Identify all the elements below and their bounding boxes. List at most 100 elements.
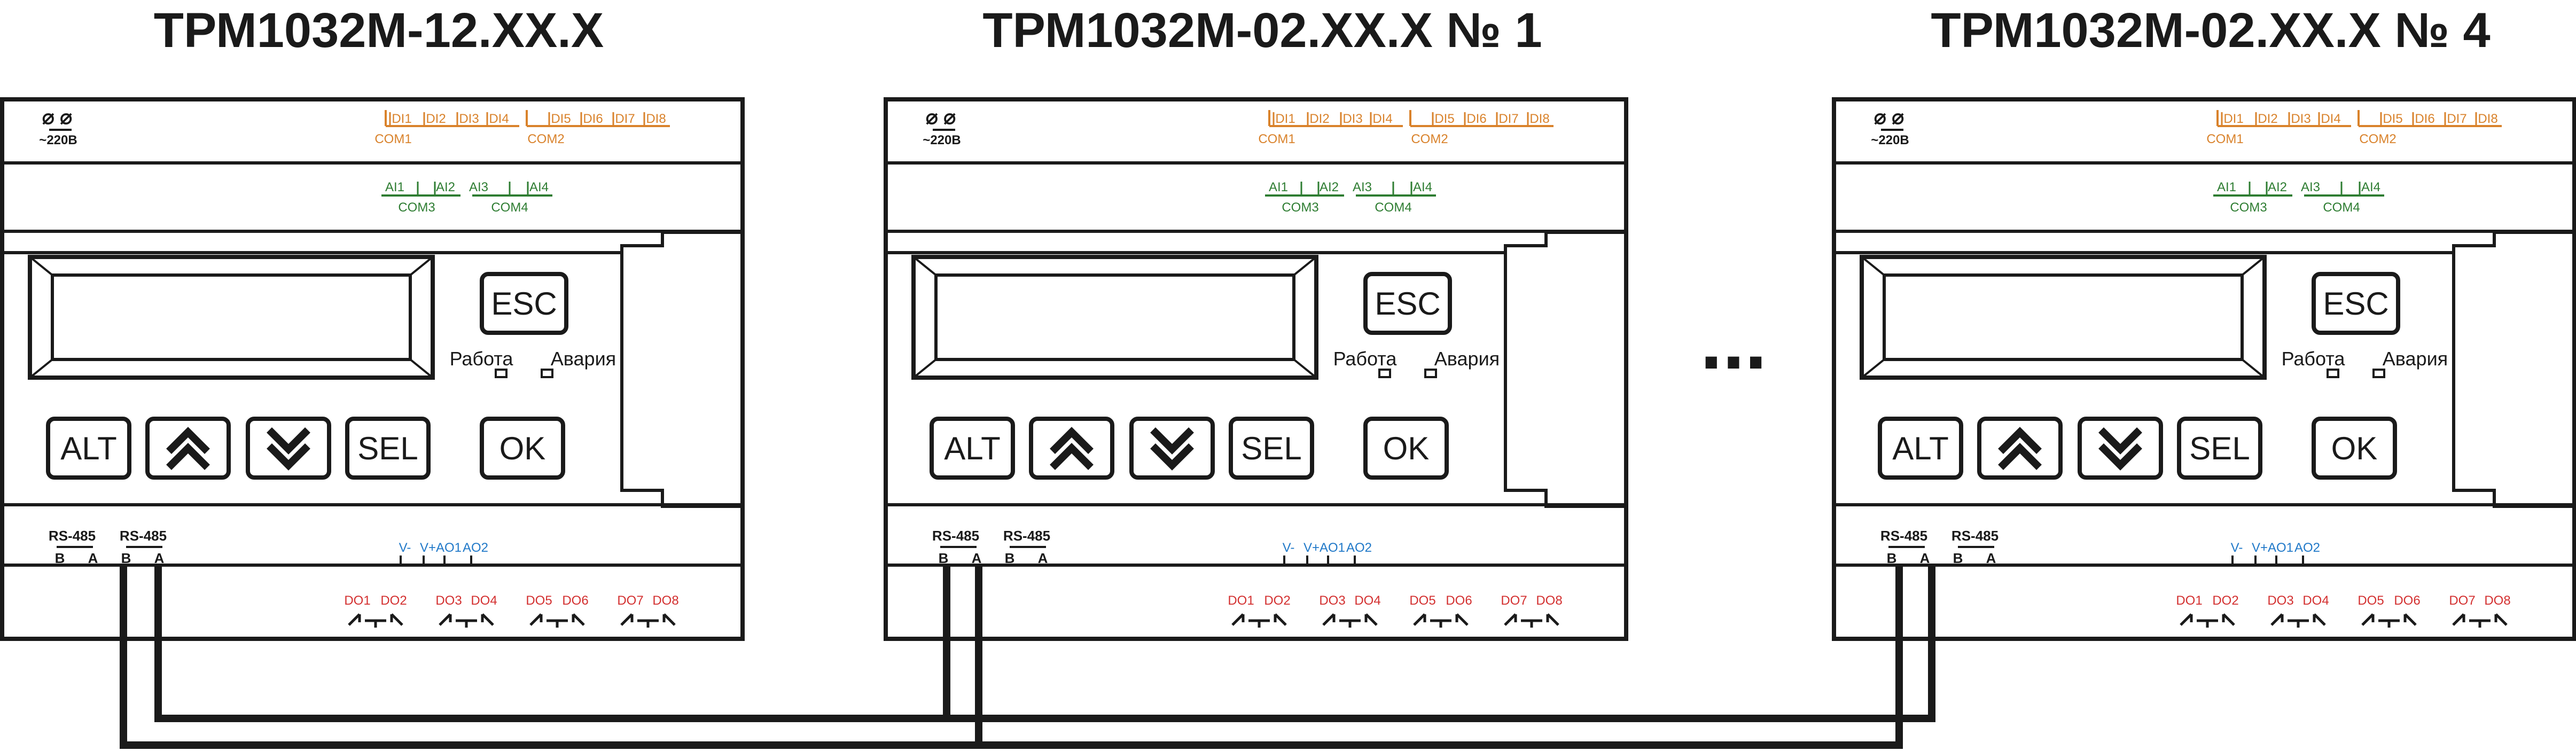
alt-button-label: ALT xyxy=(944,431,1001,466)
double-chevron-up-icon xyxy=(166,427,210,470)
alt-button[interactable] xyxy=(1878,417,1963,480)
led-label-alarm: Авария xyxy=(2383,348,2448,370)
ok-button-label: OK xyxy=(499,431,546,466)
di-terminal-label: DI6 xyxy=(583,112,603,126)
relay-contact-icon xyxy=(1504,613,1559,628)
esc-button[interactable] xyxy=(1363,272,1452,335)
di-terminal-label: DI7 xyxy=(1498,112,1518,126)
di-terminal-label: DI6 xyxy=(2415,112,2434,126)
rs485-pin-label: B xyxy=(55,550,65,566)
ai-terminal-label: AI1 xyxy=(2217,180,2236,194)
rs485-pin-label: A xyxy=(1920,550,1930,566)
do-terminal-label: DO2 xyxy=(2212,593,2238,608)
ao-terminal-label: V+ xyxy=(420,541,436,555)
led-alarm-indicator xyxy=(2372,369,2385,378)
do-terminal-label: DO8 xyxy=(1536,593,1562,608)
do-terminal-label: DO8 xyxy=(652,593,678,608)
do-terminal-label: DO6 xyxy=(1446,593,1472,608)
com-label: COM4 xyxy=(491,200,528,215)
rs485-wire-line-b xyxy=(120,565,1903,749)
do-terminal-label: DO5 xyxy=(1409,593,1435,608)
rs485-port-label: RS-485 xyxy=(1880,528,1927,544)
di-terminal-label: DI1 xyxy=(1275,112,1295,126)
relay-contact-icon xyxy=(1413,613,1469,628)
rs485-pin-label: A xyxy=(1986,550,1996,566)
sel-button[interactable] xyxy=(345,417,431,480)
led-label-alarm: Авария xyxy=(551,348,616,370)
ai-terminal-label: AI3 xyxy=(2301,180,2320,194)
esc-button[interactable] xyxy=(480,272,568,335)
do-terminal-label: DO2 xyxy=(1264,593,1290,608)
double-chevron-down-icon xyxy=(2098,427,2142,471)
di-terminal-label: DI1 xyxy=(392,112,411,126)
relay-contact-icon xyxy=(2270,613,2326,628)
ai-terminal-label: AI3 xyxy=(469,180,488,194)
di-terminal-label: DI8 xyxy=(646,112,666,126)
alt-button[interactable] xyxy=(930,417,1015,480)
device-title: ТРМ1032М-02.XX.X № 4 xyxy=(1931,3,2490,58)
ao-terminal-label: AO2 xyxy=(463,541,488,555)
relay-contact-icon xyxy=(348,613,403,628)
ao-terminal-label: AO2 xyxy=(1346,541,1372,555)
ok-button[interactable] xyxy=(480,417,565,480)
do-terminal-label: DO8 xyxy=(2484,593,2510,608)
relay-contact-icon xyxy=(2180,613,2235,628)
com-label: COM2 xyxy=(1411,132,1448,146)
ai-terminal-label: AI1 xyxy=(385,180,404,194)
sel-button[interactable] xyxy=(2177,417,2262,480)
com-label: COM4 xyxy=(1375,200,1411,215)
rs485-pin-label: B xyxy=(1953,550,1963,566)
led-alarm-indicator xyxy=(1424,369,1437,378)
relay-contact-icon xyxy=(2452,613,2508,628)
do-terminal-label: DO4 xyxy=(2302,593,2329,608)
com-label: COM3 xyxy=(398,200,435,215)
relay-contact-icon xyxy=(620,613,676,628)
ao-terminal-label: V- xyxy=(2231,541,2243,555)
alt-button-label: ALT xyxy=(60,431,117,466)
ai-terminal-label: AI3 xyxy=(1353,180,1372,194)
rs485-pin-label: A xyxy=(972,550,982,566)
led-label-work: Работа xyxy=(450,348,514,370)
led-work-indicator xyxy=(495,369,508,378)
com-label: COM1 xyxy=(2206,132,2243,146)
side-panel-outline xyxy=(620,231,744,508)
double-chevron-down-icon xyxy=(267,427,310,471)
di-terminal-label: DI5 xyxy=(551,112,571,126)
do-terminal-label: DO1 xyxy=(1228,593,1254,608)
ai-terminal-label: AI4 xyxy=(2361,180,2380,194)
sel-button[interactable] xyxy=(1229,417,1314,480)
ai-terminal-label: AI2 xyxy=(1320,180,1339,194)
double-chevron-up-icon xyxy=(1050,427,1094,470)
rs485-pin-label: B xyxy=(939,550,949,566)
sel-button-label: SEL xyxy=(2189,431,2250,466)
do-terminal-label: DO7 xyxy=(2449,593,2475,608)
ok-button[interactable] xyxy=(1363,417,1449,480)
do-terminal-label: DO6 xyxy=(562,593,588,608)
double-chevron-down-icon xyxy=(1150,427,1194,471)
relay-contact-icon xyxy=(529,613,585,628)
do-terminal-label: DO1 xyxy=(2176,593,2202,608)
side-panel-outline xyxy=(1504,231,1628,508)
do-terminal-label: DO4 xyxy=(471,593,497,608)
ok-button[interactable] xyxy=(2312,417,2397,480)
esc-button-label: ESC xyxy=(1375,286,1440,322)
power-label: ~220В xyxy=(923,133,961,147)
device-title: ТРМ1032М-02.XX.X № 1 xyxy=(982,3,1542,58)
power-terminal-icon: ⌀ ⌀ xyxy=(42,106,72,129)
rs485-pin-label: A xyxy=(1038,550,1048,566)
ao-terminal-label: AO1 xyxy=(436,541,462,555)
di-terminal-label: DI3 xyxy=(2291,112,2310,126)
led-label-work: Работа xyxy=(1333,348,1398,370)
rs485-pin-label: A xyxy=(154,550,165,566)
led-label-alarm: Авария xyxy=(1434,348,1500,370)
do-terminal-label: DO7 xyxy=(1501,593,1527,608)
alt-button[interactable] xyxy=(46,417,131,480)
rs485-pin-label: B xyxy=(121,550,131,566)
di-terminal-label: DI5 xyxy=(2383,112,2402,126)
di-terminal-label: DI1 xyxy=(2223,112,2243,126)
rs485-pin-label: B xyxy=(1005,550,1015,566)
led-work-indicator xyxy=(1378,369,1391,378)
esc-button[interactable] xyxy=(2312,272,2400,335)
rs485-pin-label: B xyxy=(1887,550,1897,566)
ai-terminal-label: AI4 xyxy=(529,180,549,194)
